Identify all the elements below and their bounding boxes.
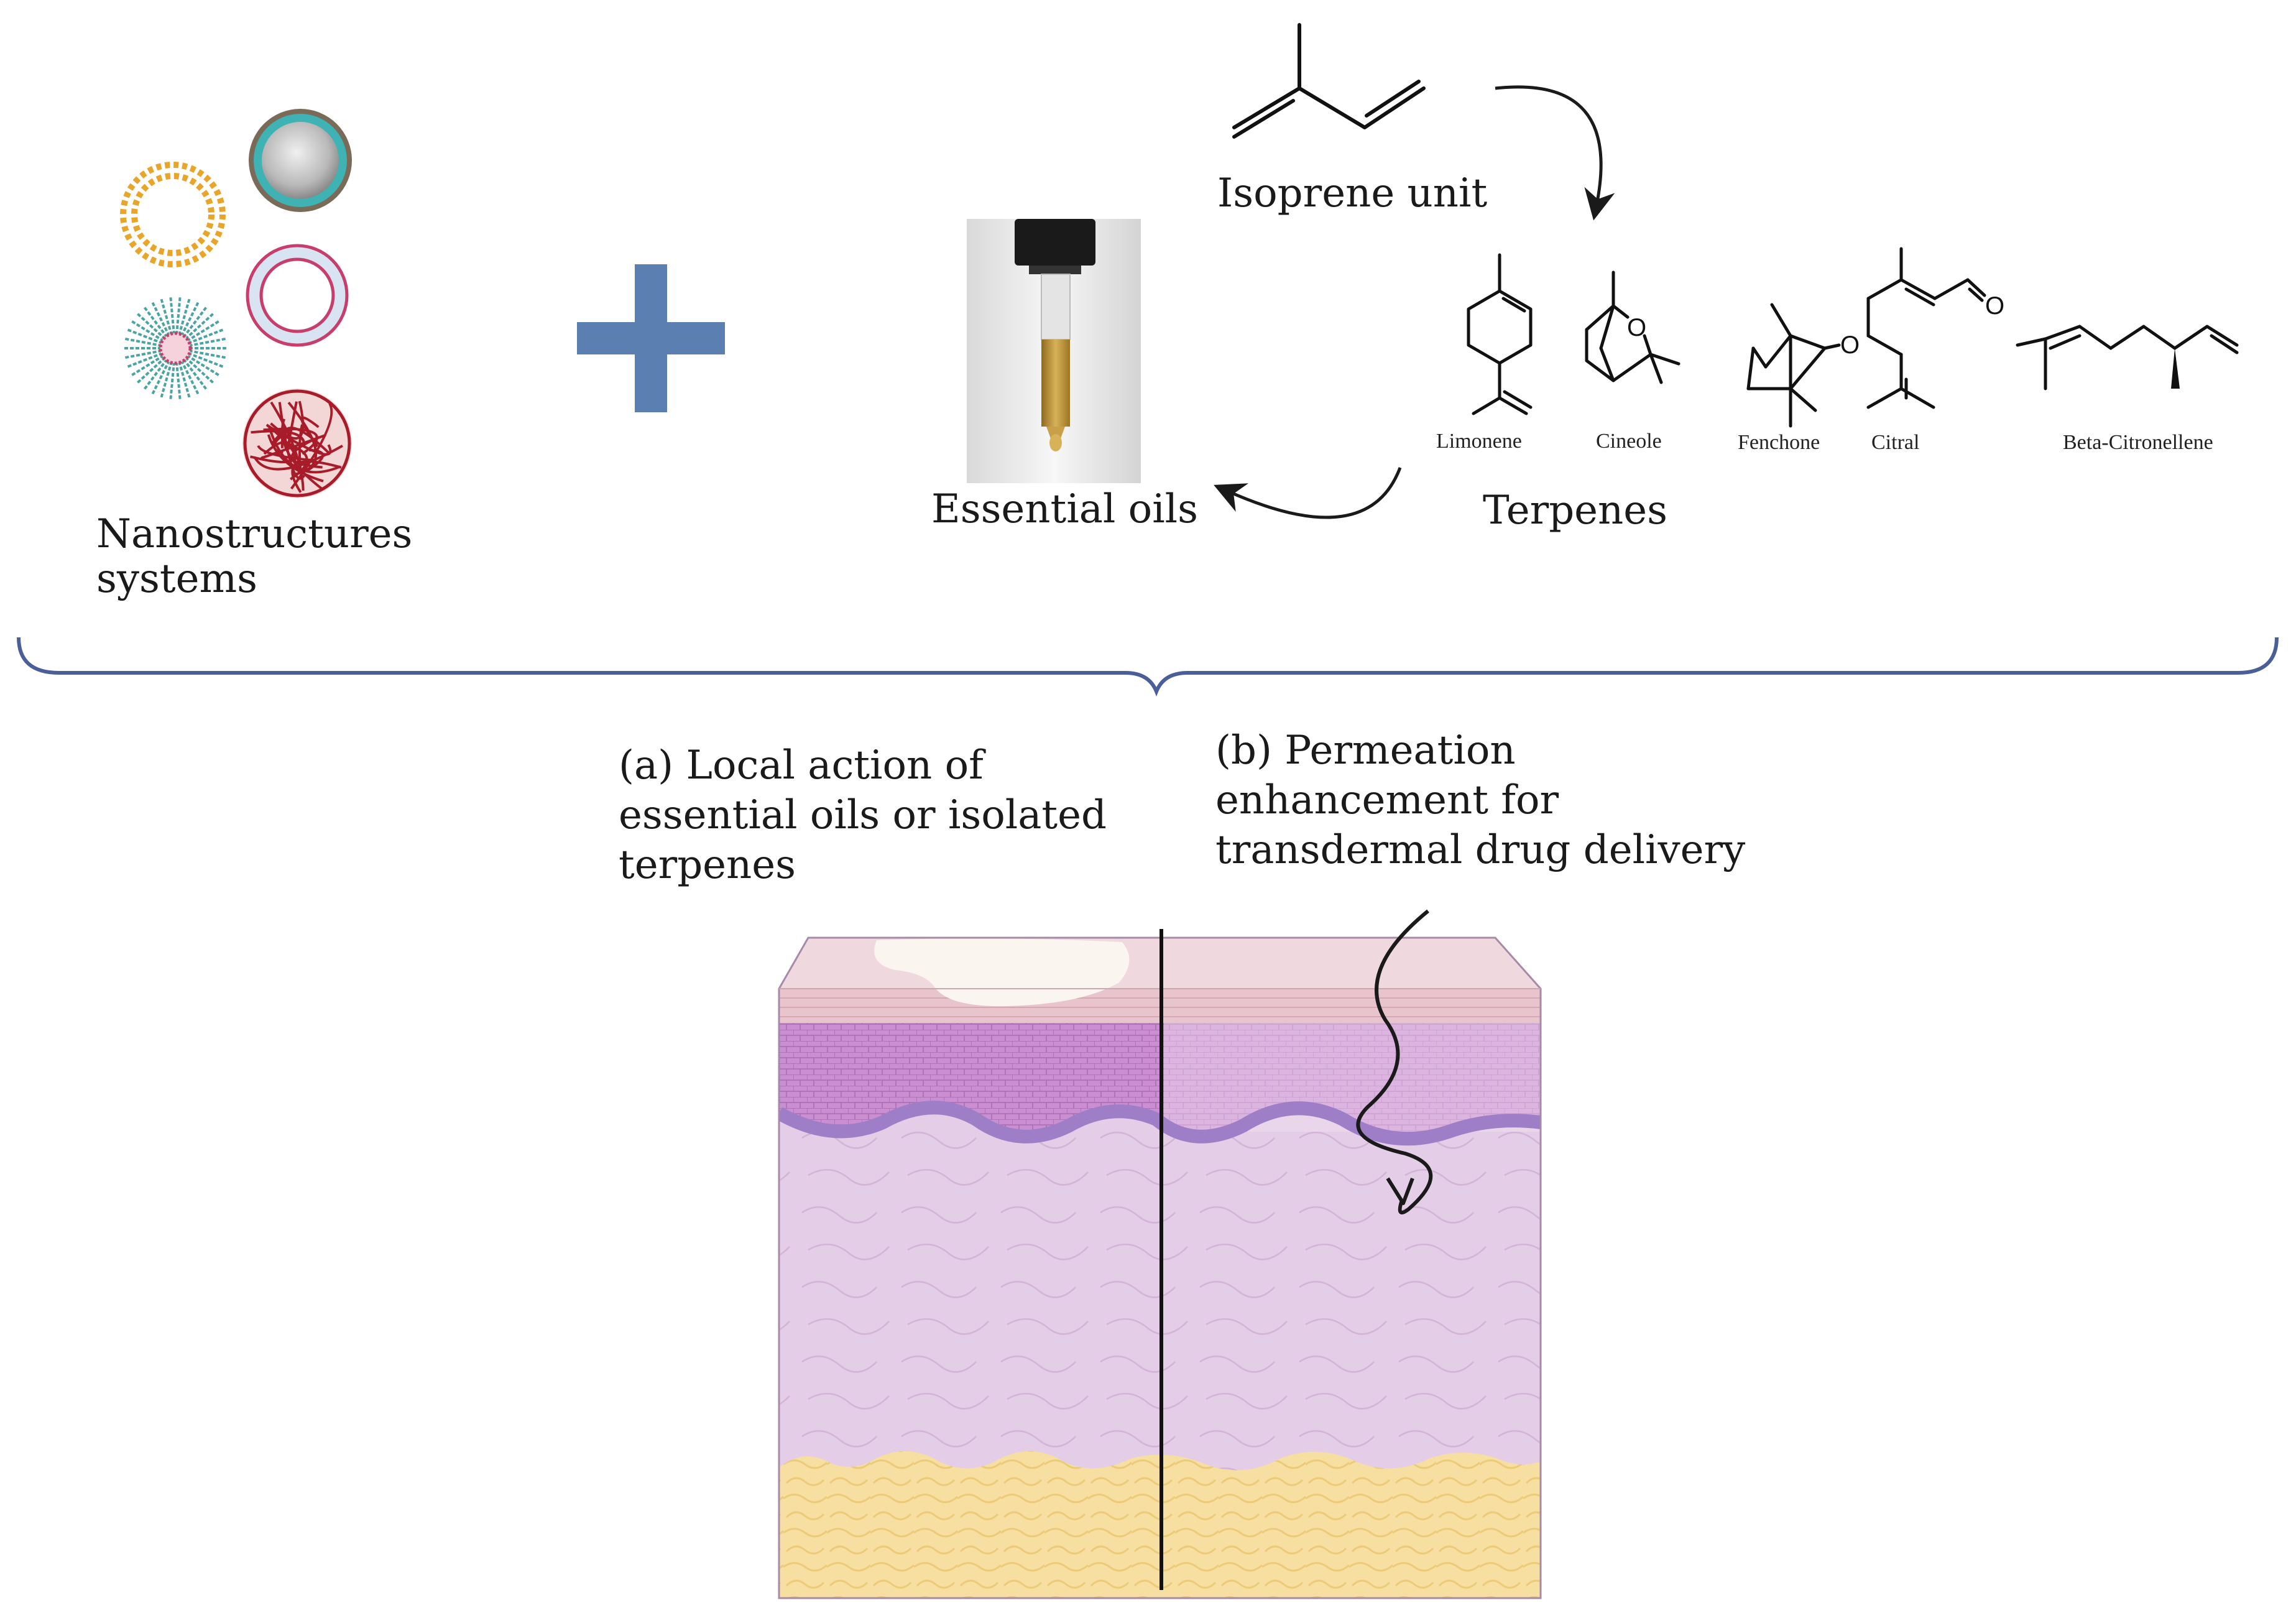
grouping-brace — [17, 637, 2279, 697]
essential-oil-dropper-icon: Essential oils — [931, 219, 1198, 532]
liposome-yellow-icon — [120, 162, 226, 267]
fenchone-structure: O Fenchone — [1738, 303, 1860, 454]
skin-cross-section — [778, 909, 1542, 1599]
nanostructures-group: Nanostructures systems — [96, 109, 412, 602]
limonene-structure: Limonene — [1436, 253, 1533, 453]
cineole-structure: O Cineole — [1585, 270, 1681, 453]
terpenes-to-oils-arrow — [1214, 467, 1402, 519]
micelle-icon — [124, 297, 226, 399]
action-b-line1: (b) Permeation — [1215, 728, 1516, 774]
action-b-line3: transdermal drug delivery — [1215, 827, 1745, 873]
liposome-pink-icon — [246, 244, 349, 347]
limonene-label: Limonene — [1436, 430, 1522, 453]
nanostructures-label-line1: Nanostructures — [96, 511, 412, 557]
isoprene-to-terpenes-arrow — [1495, 85, 1615, 221]
permeation-arrow — [1356, 909, 1433, 1214]
core-shell-nanoparticle-icon — [249, 109, 352, 212]
action-a-line2: essential oils or isolated — [619, 792, 1107, 838]
fenchone-label: Fenchone — [1738, 431, 1820, 454]
action-b-line2: enhancement for — [1215, 777, 1559, 823]
action-b-label: (b) Permeation enhancement for transderm… — [1215, 728, 1745, 873]
beta-citronellene-structure: Beta-Citronellene — [2016, 325, 2239, 454]
nanostructures-label-line2: systems — [96, 556, 257, 602]
cineole-label: Cineole — [1596, 430, 1662, 453]
action-a-line3: terpenes — [619, 842, 796, 888]
cineole-oxygen: O — [1627, 314, 1646, 341]
essential-oils-label: Essential oils — [931, 486, 1198, 532]
citral-oxygen: O — [1985, 292, 2004, 320]
action-a-label: (a) Local action of essential oils or is… — [619, 742, 1107, 888]
isoprene-label: Isoprene unit — [1217, 170, 1487, 216]
beta-citronellene-label: Beta-Citronellene — [2063, 431, 2213, 454]
action-a-line1: (a) Local action of — [619, 742, 986, 788]
plus-icon — [577, 264, 725, 412]
nanogel-icon — [242, 389, 352, 498]
citral-label: Citral — [1871, 431, 1919, 454]
citral-structure: O Citral — [1866, 247, 2004, 454]
fenchone-oxygen: O — [1840, 331, 1860, 359]
terpenes-label: Terpenes — [1483, 488, 1667, 534]
isoprene-structure: Isoprene unit — [1217, 23, 1487, 216]
basal-layer — [779, 1101, 1541, 1146]
